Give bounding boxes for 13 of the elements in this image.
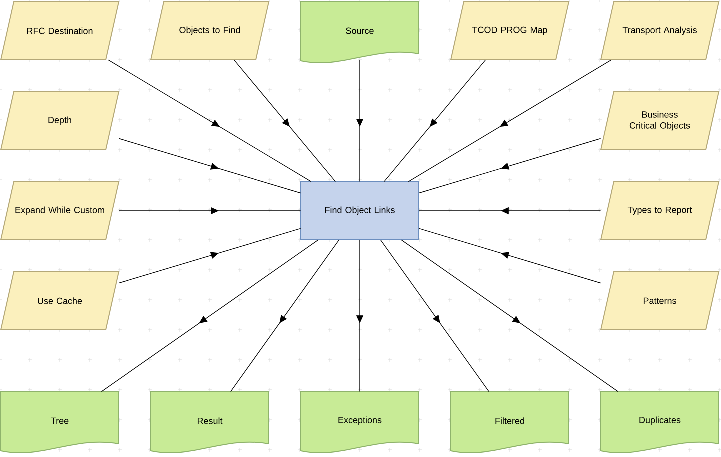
arrow — [118, 138, 302, 194]
arrow — [118, 228, 302, 284]
arrow — [408, 60, 612, 182]
arrow — [101, 240, 319, 392]
arrow — [234, 60, 336, 182]
process-box: Find Object Links — [300, 182, 420, 240]
arrow — [418, 138, 602, 194]
arrow — [230, 240, 340, 392]
arrow — [418, 228, 602, 284]
arrow — [380, 240, 490, 392]
arrow — [108, 60, 312, 182]
arrow — [384, 60, 486, 182]
arrow — [401, 240, 619, 392]
